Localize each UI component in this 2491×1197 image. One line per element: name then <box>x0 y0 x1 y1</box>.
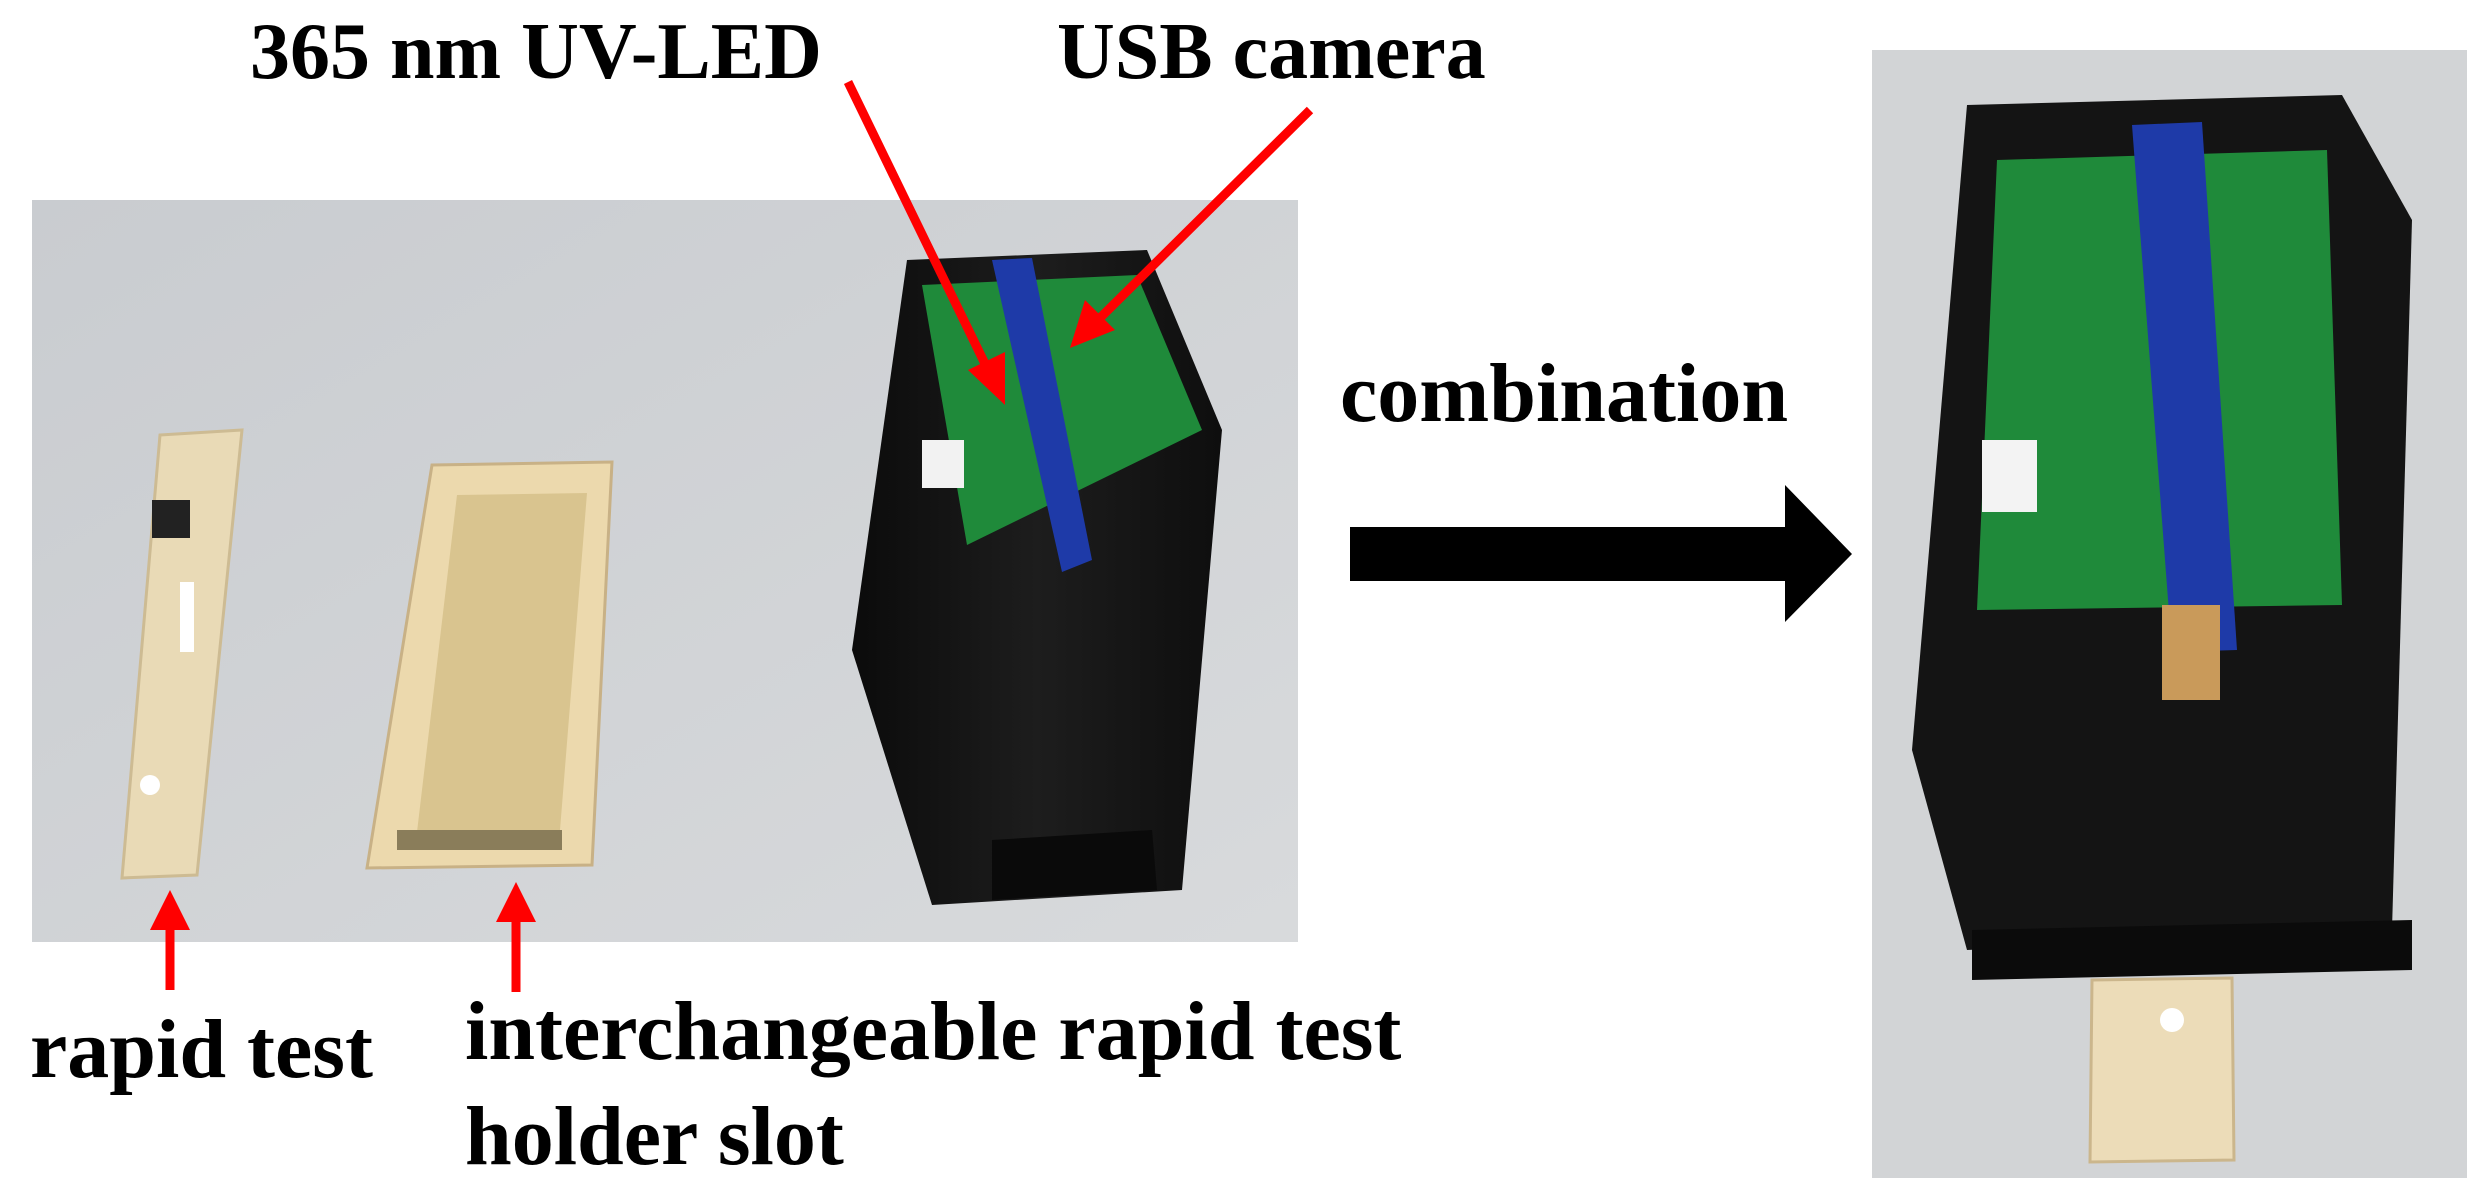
rapid-test-label: rapid test <box>30 1003 373 1096</box>
combination-label: combination <box>1340 347 1789 440</box>
inserted-rapid-test <box>2088 976 2236 1164</box>
uv-led-label: 365 nm UV-LED <box>250 8 822 96</box>
holder-slot-arrow <box>496 882 536 992</box>
holder-slot-label-line2: holder slot <box>465 1090 844 1183</box>
assembled-housing <box>1912 95 2412 980</box>
rapid-test-arrow <box>150 890 190 990</box>
assembled-device-photo <box>1872 50 2467 1178</box>
reader-housing <box>852 250 1222 905</box>
uv-led-arrow <box>843 80 1005 405</box>
usb-camera-arrow <box>1070 106 1314 348</box>
usb-camera-label: USB camera <box>1057 8 1486 96</box>
holder-slot-piece <box>365 460 614 870</box>
rapid-test-cassette <box>120 428 244 880</box>
holder-slot-label-line1: interchangeable rapid test <box>465 985 1402 1078</box>
combination-arrow <box>1350 485 1852 622</box>
